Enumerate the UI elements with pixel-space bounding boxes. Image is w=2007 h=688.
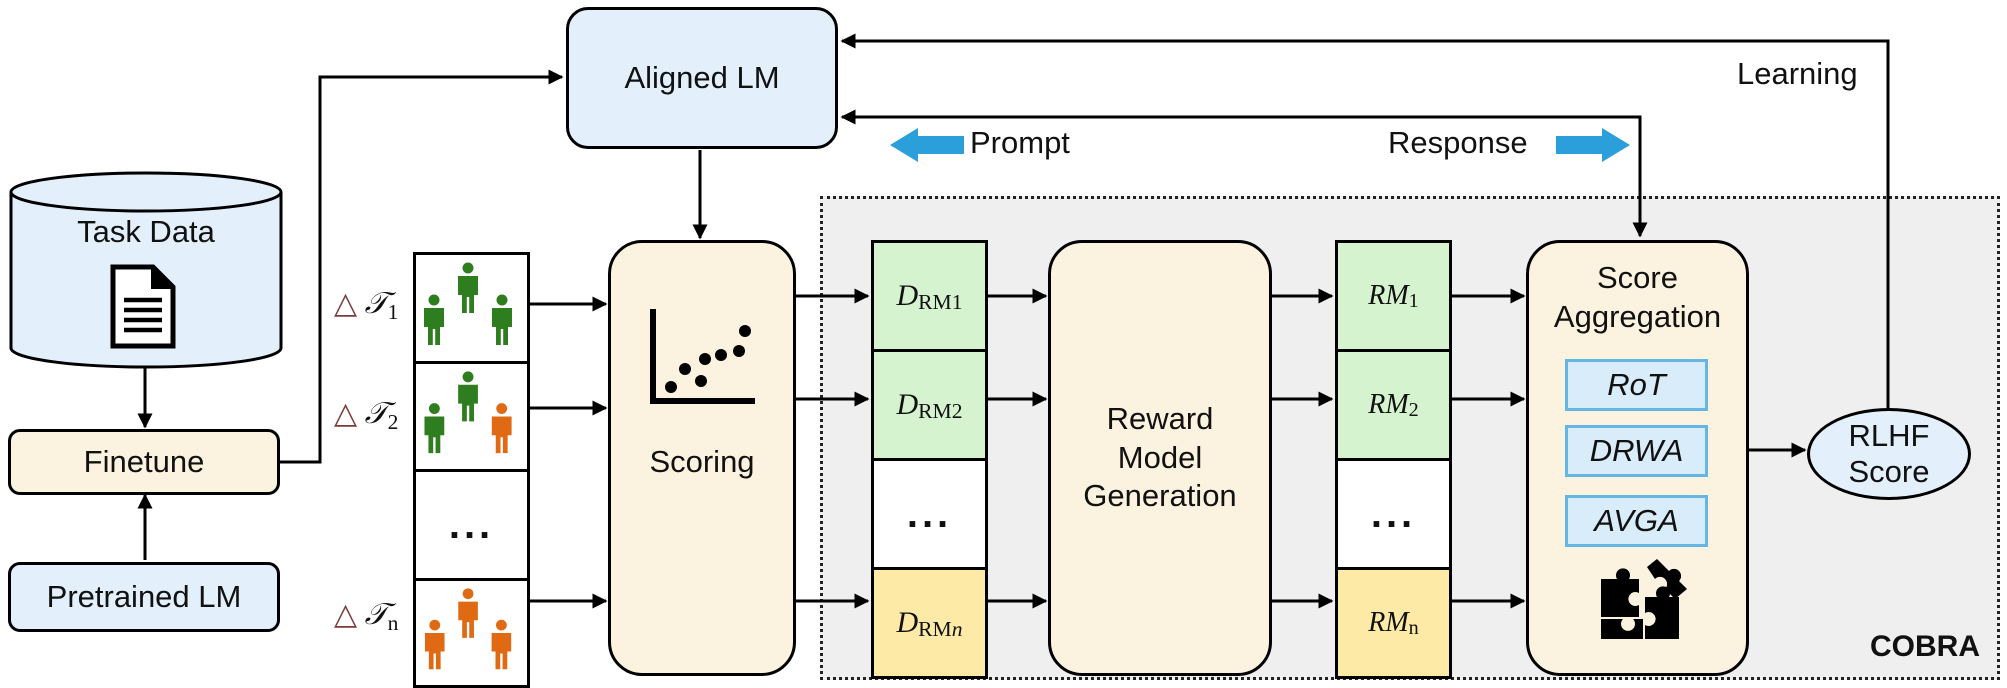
learning-label: Learning: [1737, 56, 1858, 91]
reward-model-generation-box: Reward Model Generation: [1048, 240, 1272, 676]
person-icon: [458, 588, 478, 638]
task-label-2: △ 𝒯2: [334, 396, 399, 435]
method-rot: RoT: [1565, 359, 1708, 411]
task-cell-n: [413, 578, 530, 688]
person-icon: [491, 619, 512, 670]
aligned-lm-box: Aligned LM: [566, 7, 838, 149]
person-icon: [458, 262, 478, 313]
scoring-box: Scoring: [608, 240, 796, 676]
response-direction-arrow: [1556, 128, 1630, 162]
scoring-label: Scoring: [649, 444, 755, 479]
method-avga: AVGA: [1565, 495, 1708, 547]
puzzle-icon: [1601, 559, 1687, 639]
person-icon: [491, 403, 512, 454]
person-icon: [492, 294, 512, 345]
prompt-direction-arrow: [890, 128, 964, 162]
people-icon-group: [424, 262, 512, 345]
people-icon-group: [424, 588, 512, 670]
task-data-label: Task Data: [77, 214, 215, 249]
response-label: Response: [1388, 125, 1528, 160]
document-icon: [110, 264, 176, 349]
people-icon-group: [424, 371, 512, 454]
pretrained-lm-label: Pretrained LM: [46, 578, 242, 614]
aligned-lm-label: Aligned LM: [624, 59, 780, 95]
pretrained-lm-box: Pretrained LM: [8, 562, 280, 632]
score-aggregation-title: Score Aggregation: [1553, 260, 1722, 334]
person-icon: [424, 619, 445, 670]
task-cell-ellipsis: ...: [413, 469, 530, 581]
finetune-label: Finetune: [83, 443, 205, 479]
rlhf-score-node: RLHF Score: [1807, 408, 1971, 500]
person-icon: [424, 403, 445, 454]
task-label-1: △ 𝒯1: [334, 286, 399, 325]
method-drwa: DRWA: [1565, 425, 1708, 477]
cobra-label: COBRA: [1870, 630, 1980, 663]
person-icon: [458, 371, 478, 422]
scatter-plot-icon: [650, 309, 755, 404]
task-cell-2: [413, 361, 530, 472]
task-label-n: △ 𝒯n: [334, 597, 399, 636]
dataset-cell-ellipsis: ...: [871, 458, 988, 570]
reward-model-cell-ellipsis: ...: [1335, 458, 1452, 570]
task-column: ...: [413, 252, 530, 688]
finetune-box: Finetune: [8, 429, 280, 495]
score-aggregation-box: Score Aggregation RoT DRWA AVGA: [1526, 240, 1749, 676]
ellipsis: ...: [448, 502, 495, 547]
task-cell-1: [413, 252, 530, 364]
person-icon: [424, 294, 444, 345]
prompt-label: Prompt: [970, 125, 1070, 160]
